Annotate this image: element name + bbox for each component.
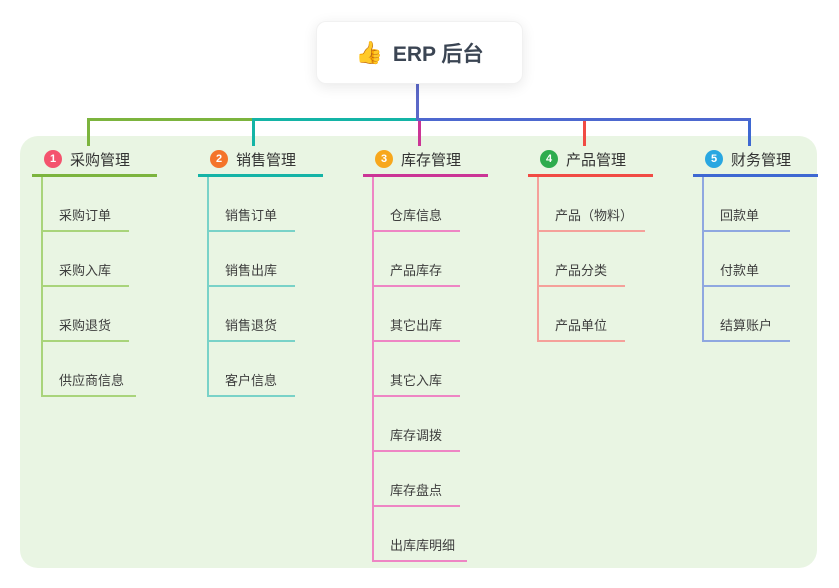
sub-item-label: 销售出库 [225,263,278,278]
sub-item[interactable]: 其它入库 [374,342,460,397]
sub-item-label: 其它入库 [390,373,443,388]
root-title: ERP 后台 [392,42,484,66]
sub-item-label: 供应商信息 [59,373,125,388]
connector-drop-branch-1 [87,118,90,146]
sub-item-label: 库存调拨 [390,428,443,443]
connector-bus-right-blue [418,118,750,121]
thumbs-up-icon: 👍 [355,39,383,65]
branch-header-finance[interactable]: 5 财务管理 [693,144,818,177]
branch-sales: 2 销售管理 销售订单 销售出库 销售退货 客户信息 [198,144,323,397]
sub-item-label: 出库库明细 [390,538,456,553]
sub-item[interactable]: 库存盘点 [374,452,460,507]
sub-item-label: 采购退货 [59,318,112,333]
branch-items-finance: 回款单 付款单 结算账户 [702,177,818,342]
branch-number-badge: 4 [540,150,558,168]
branch-items-product: 产品（物料） 产品分类 产品单位 [537,177,653,342]
sub-item-label: 回款单 [720,208,760,223]
branch-label: 财务管理 [731,151,792,169]
branch-header-inventory[interactable]: 3 库存管理 [363,144,488,177]
sub-item-label: 客户信息 [225,373,278,388]
branch-purchase: 1 采购管理 采购订单 采购入库 采购退货 供应商信息 [32,144,157,397]
branch-header-product[interactable]: 4 产品管理 [528,144,653,177]
sub-item[interactable]: 采购入库 [43,232,129,287]
sub-item[interactable]: 销售订单 [209,177,295,232]
sub-item[interactable]: 产品分类 [539,232,625,287]
branch-number-badge: 2 [210,150,228,168]
connector-drop-branch-5 [748,118,751,146]
branch-number-badge: 5 [705,150,723,168]
connector-bus-left-teal [252,118,419,121]
sub-item[interactable]: 仓库信息 [374,177,460,232]
sub-item[interactable]: 采购订单 [43,177,129,232]
branch-finance: 5 财务管理 回款单 付款单 结算账户 [693,144,818,342]
connector-root-line [416,82,419,121]
branch-items-inventory: 仓库信息 产品库存 其它出库 其它入库 库存调拨 库存盘点 出库库明细 [372,177,488,562]
branch-label: 产品管理 [566,151,627,169]
branch-product: 4 产品管理 产品（物料） 产品分类 产品单位 [528,144,653,342]
sub-item-label: 库存盘点 [390,483,443,498]
branch-inventory: 3 库存管理 仓库信息 产品库存 其它出库 其它入库 库存调拨 库存盘点 出库库… [363,144,488,562]
sub-item-label: 仓库信息 [390,208,443,223]
sub-item[interactable]: 库存调拨 [374,397,460,452]
sub-item[interactable]: 产品单位 [539,287,625,342]
sub-item[interactable]: 结算账户 [704,287,790,342]
connector-drop-branch-3 [418,118,421,146]
sub-item[interactable]: 产品库存 [374,232,460,287]
sub-item[interactable]: 付款单 [704,232,790,287]
sub-item-label: 结算账户 [720,318,773,333]
sub-item-label: 销售退货 [225,318,278,333]
root-node[interactable]: 👍 ERP 后台 [316,21,523,84]
sub-item[interactable]: 销售出库 [209,232,295,287]
sub-item[interactable]: 供应商信息 [43,342,137,397]
sub-item[interactable]: 客户信息 [209,342,295,397]
branch-label: 销售管理 [236,151,297,169]
branch-items-sales: 销售订单 销售出库 销售退货 客户信息 [207,177,323,397]
mindmap-panel [20,136,817,568]
sub-item[interactable]: 销售退货 [209,287,295,342]
branch-label: 采购管理 [70,151,131,169]
branch-number-badge: 1 [44,150,62,168]
sub-item-label: 付款单 [720,263,760,278]
branch-number-badge: 3 [375,150,393,168]
branch-header-sales[interactable]: 2 销售管理 [198,144,323,177]
sub-item-label: 其它出库 [390,318,443,333]
branch-label: 库存管理 [401,151,462,169]
sub-item[interactable]: 回款单 [704,177,790,232]
branch-header-purchase[interactable]: 1 采购管理 [32,144,157,177]
sub-item[interactable]: 其它出库 [374,287,460,342]
sub-item-label: 产品分类 [555,263,608,278]
connector-bus-left-green [87,118,254,121]
branch-items-purchase: 采购订单 采购入库 采购退货 供应商信息 [41,177,157,397]
sub-item[interactable]: 产品（物料） [539,177,646,232]
sub-item-label: 采购入库 [59,263,112,278]
sub-item[interactable]: 采购退货 [43,287,129,342]
sub-item-label: 产品单位 [555,318,608,333]
sub-item[interactable]: 出库库明细 [374,507,468,562]
sub-item-label: 销售订单 [225,208,278,223]
connector-drop-branch-4 [583,118,586,146]
sub-item-label: 产品库存 [390,263,443,278]
sub-item-label: 采购订单 [59,208,112,223]
sub-item-label: 产品（物料） [555,208,634,223]
connector-drop-branch-2 [252,118,255,146]
